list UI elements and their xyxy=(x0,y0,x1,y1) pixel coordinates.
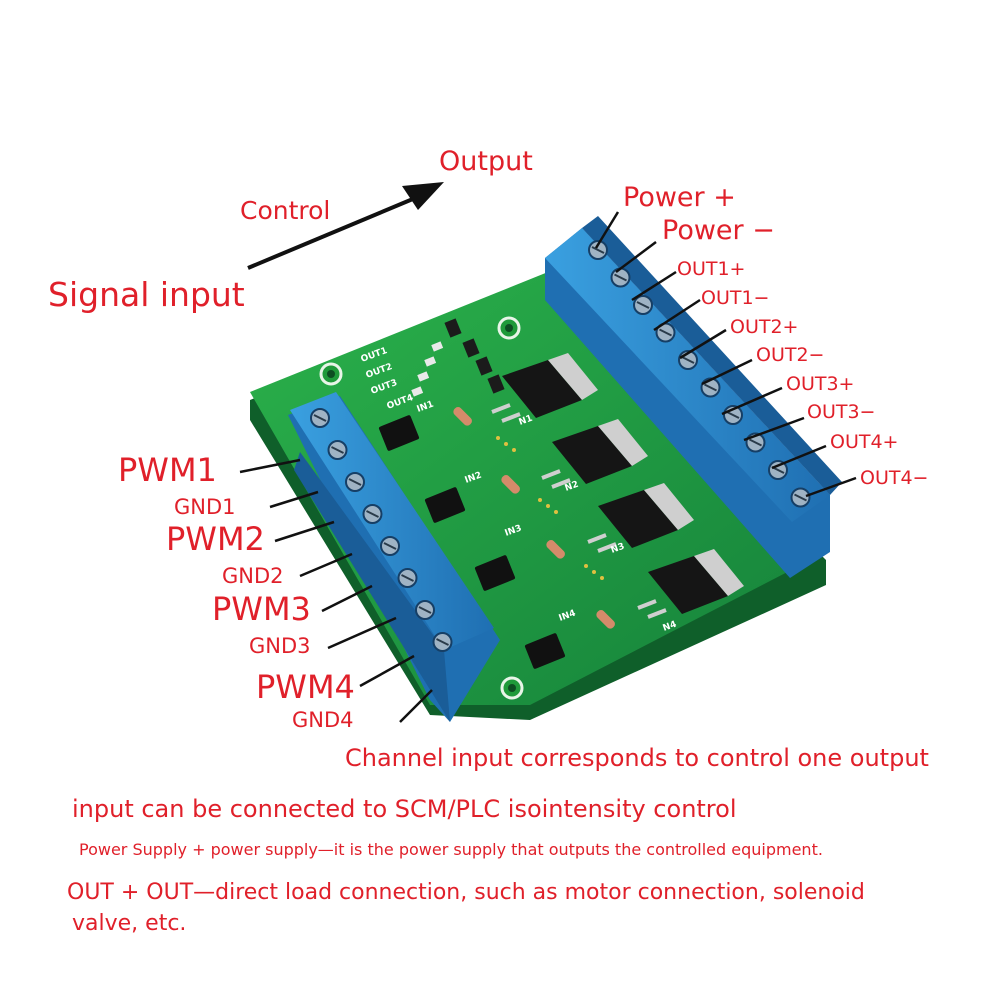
left-terminal-screw xyxy=(362,504,383,524)
left-terminal-screw xyxy=(327,440,348,460)
out3-plus-label: OUT3+ xyxy=(786,373,855,395)
out4-plus-label: OUT4+ xyxy=(830,431,899,453)
power-note: Power Supply + power supply—it is the po… xyxy=(79,840,823,859)
right-terminal-screw xyxy=(678,350,698,370)
mounting-hole xyxy=(497,316,521,340)
left-terminal-screw xyxy=(397,568,418,588)
out-note-line2: valve, etc. xyxy=(72,911,187,936)
left-terminal-screw xyxy=(310,408,330,428)
out2-minus-label: OUT2− xyxy=(756,344,825,366)
channel-note: Channel input corresponds to control one… xyxy=(345,744,929,772)
right-terminal-screw xyxy=(588,240,608,260)
optocoupler-chips xyxy=(378,415,566,669)
control-label: Control xyxy=(240,196,331,225)
silkscreen-n-label: N3 xyxy=(610,542,626,556)
mosfet-4 xyxy=(637,549,744,619)
left-leader-lines xyxy=(239,458,433,723)
pwm4-label: PWM4 xyxy=(256,668,355,706)
out-note-line1: OUT + OUT—direct load connection, such a… xyxy=(67,880,865,905)
out1-minus-label: OUT1− xyxy=(701,287,770,309)
silkscreen-n-label: N1 xyxy=(518,414,534,428)
mosfet-2 xyxy=(541,419,648,489)
mosfet-1 xyxy=(491,353,598,423)
gnd2-label: GND2 xyxy=(222,564,284,588)
mounting-hole xyxy=(319,362,343,386)
left-terminal-screw xyxy=(380,536,400,556)
small-components xyxy=(444,318,505,394)
pwm1-label: PWM1 xyxy=(118,451,217,489)
left-terminal-screws xyxy=(310,408,453,652)
left-terminal-screw xyxy=(345,472,365,492)
out4-minus-label: OUT4− xyxy=(860,467,929,489)
right-terminal-screw xyxy=(633,295,653,315)
right-terminal-screw xyxy=(610,267,631,288)
via-dots xyxy=(496,436,604,580)
mounting-hole xyxy=(500,676,524,700)
out3-minus-label: OUT3− xyxy=(807,401,876,423)
right-terminal-screw xyxy=(790,487,811,508)
left-terminal-screw xyxy=(415,600,435,620)
gnd4-label: GND4 xyxy=(292,708,354,732)
diodes xyxy=(453,407,615,629)
out2-plus-label: OUT2+ xyxy=(730,316,799,338)
signal-input-label: Signal input xyxy=(48,275,245,314)
pwm2-label: PWM2 xyxy=(166,520,265,558)
gnd1-label: GND1 xyxy=(174,495,236,519)
pwm3-label: PWM3 xyxy=(212,590,311,628)
silkscreen-n-label: N2 xyxy=(564,480,580,494)
control-arrow xyxy=(247,182,444,270)
input-note: input can be connected to SCM/PLC isoint… xyxy=(72,795,737,823)
power-plus-label: Power + xyxy=(623,182,736,213)
out1-plus-label: OUT1+ xyxy=(677,258,746,280)
mosfet-3 xyxy=(587,483,694,553)
status-leds xyxy=(411,341,444,397)
right-leader-lines xyxy=(594,211,857,498)
silkscreen-n-label: N4 xyxy=(662,620,678,634)
power-minus-label: Power − xyxy=(662,215,775,246)
left-terminal-screw xyxy=(432,632,453,652)
gnd3-label: GND3 xyxy=(249,634,311,658)
output-label: Output xyxy=(439,146,533,177)
